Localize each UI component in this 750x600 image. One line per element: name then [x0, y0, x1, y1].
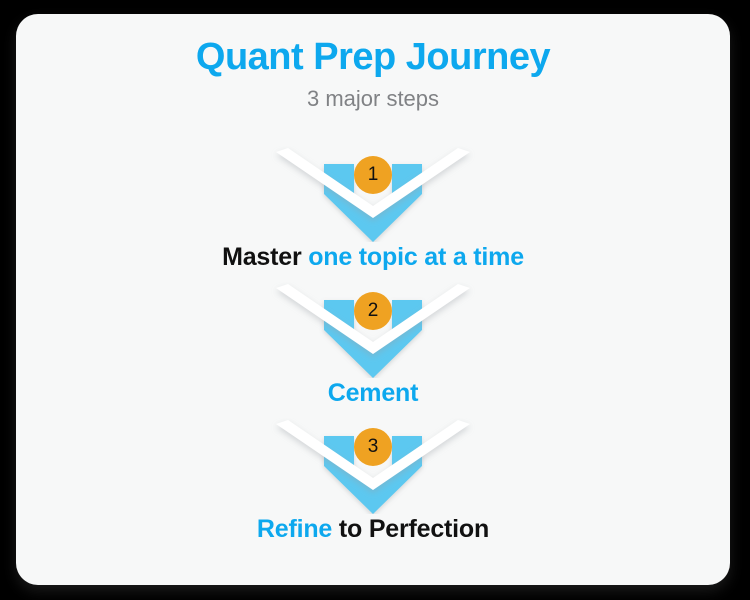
- down-arrow-icon: [276, 148, 470, 242]
- down-arrow-icon: [276, 420, 470, 514]
- step-label-part-2: one topic at a time: [308, 243, 524, 271]
- arrow-group: 3: [16, 418, 730, 514]
- step-number-badge: 3: [354, 428, 392, 466]
- step-label: Refine to Perfection: [16, 514, 730, 544]
- step-label-part-1: Refine: [256, 515, 333, 543]
- infographic-card: Quant Prep Journey 3 major steps: [16, 14, 730, 585]
- step-item: 1 Master one topic at a time: [16, 146, 730, 282]
- down-arrow-icon: [276, 284, 470, 378]
- step-label-part-2: to Perfection: [332, 515, 490, 543]
- step-label: Cement: [16, 378, 730, 408]
- step-number-badge: 1: [354, 156, 392, 194]
- arrow-group: 1: [16, 146, 730, 242]
- page-subtitle: 3 major steps: [306, 85, 440, 111]
- step-item: 3 Refine to Perfection: [16, 418, 730, 554]
- steps-flow: 1 Master one topic at a time: [16, 146, 730, 554]
- step-item: 2 Cement: [16, 282, 730, 418]
- step-number-badge: 2: [354, 292, 392, 330]
- step-label: Master one topic at a time: [16, 242, 730, 272]
- step-label-part-1: Master: [222, 243, 309, 271]
- page-title: Quant Prep Journey: [195, 36, 551, 78]
- arrow-group: 2: [16, 282, 730, 378]
- header: Quant Prep Journey 3 major steps: [16, 14, 730, 111]
- step-label-part-1: Cement: [327, 379, 419, 407]
